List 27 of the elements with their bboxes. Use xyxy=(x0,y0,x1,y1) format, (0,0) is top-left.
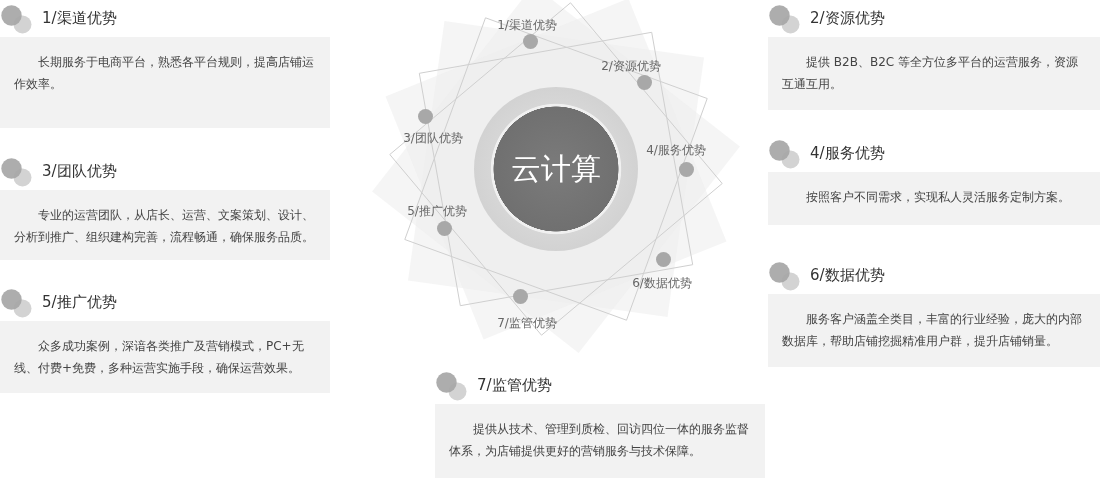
advantage-card xyxy=(0,289,330,393)
card-text: 长期服务于电商平台，熟悉各平台规则，提高店铺运作效率。 xyxy=(14,54,315,93)
ring-label: 3/团队优势 xyxy=(403,131,463,145)
card-text: 服务客户涵盖全类目，丰富的行业经验，庞大的内部数据库，帮助店铺挖掘精准用户群，提升店铺销量。 xyxy=(782,311,1083,350)
advantage-card xyxy=(768,140,1100,225)
card-heading: 1/渠道优势 xyxy=(42,9,117,27)
card-text: 按照客户不同需求，实现私人灵活服务定制方案。 xyxy=(805,189,1071,206)
advantage-card xyxy=(768,5,1100,110)
card-text: 提供 B2B、B2C 等全方位多平台的运营服务，资源互通互用。 xyxy=(782,54,1079,93)
card-heading: 7/监管优势 xyxy=(477,376,552,394)
ring-label: 6/数据优势 xyxy=(632,276,692,290)
card-heading: 4/服务优势 xyxy=(810,144,885,162)
ring-label: 7/监管优势 xyxy=(497,316,557,330)
center-title: 云计算 xyxy=(511,152,601,186)
card-heading: 2/资源优势 xyxy=(810,9,885,27)
advantage-card xyxy=(768,262,1100,367)
card-heading: 6/数据优势 xyxy=(810,266,885,284)
card-heading: 5/推广优势 xyxy=(42,293,117,311)
advantage-card xyxy=(435,372,765,478)
card-text: 专业的运营团队，从店长、运营、文案策划、设计、分析到推广、组织建构完善，流程畅通，确保服务品质。 xyxy=(14,207,315,246)
card-text: 提供从技术、管理到质检、回访四位一体的服务监督体系，为店铺提供更好的营销服务与技术保障。 xyxy=(449,421,750,460)
card-text: 众多成功案例，深谙各类推广及营销模式，PC+无线、付费+免费，多种运营实施手段，确保运营效果。 xyxy=(14,338,305,377)
advantage-card xyxy=(0,5,330,128)
advantage-card xyxy=(0,158,330,260)
ring-label: 2/资源优势 xyxy=(601,59,661,73)
card-heading: 3/团队优势 xyxy=(42,162,117,180)
ring-label: 1/渠道优势 xyxy=(497,18,557,32)
